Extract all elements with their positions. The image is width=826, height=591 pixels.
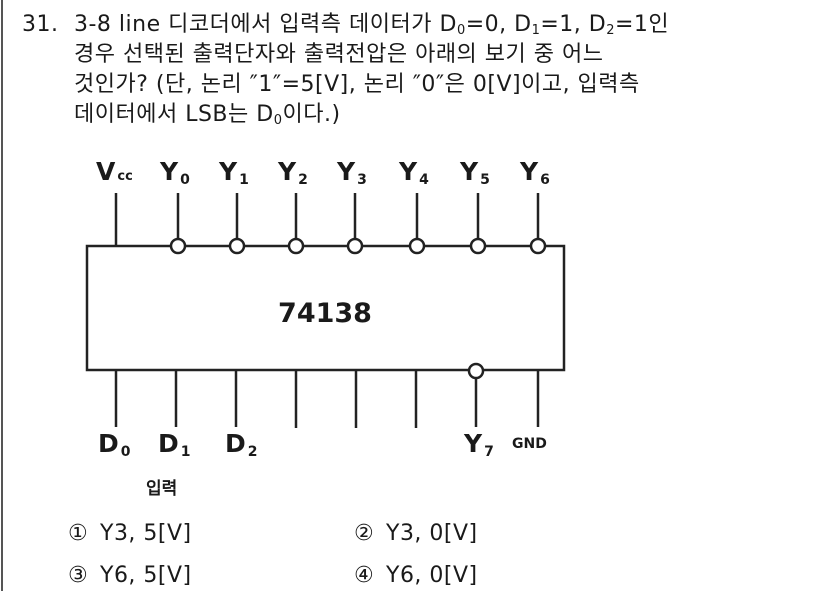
choice-marker: ④ [354,563,375,588]
chip-label: 74138 [278,298,372,329]
question-line-1: 31. 3-8 line 디코더에서 입력측 데이터가 D0=0, D1=1, D… [22,10,812,40]
choice-1[interactable]: ① Y3, 5[V] [68,519,192,549]
question-text: 데이터에서 LSB는 D [74,102,274,127]
question-number: 31. [22,12,59,37]
top-pin-lines [114,193,540,246]
choice-text: Y6, 5[V] [100,563,192,588]
choice-3[interactable]: ③ Y6, 5[V] [68,561,192,591]
subscript: 0 [273,113,283,128]
question-line-4: 데이터에서 LSB는 D0이다.) [22,100,812,130]
question-stem: 31.3-8 line 디코더에서 입력측 데이터가 D0=0, D1=1, D… [22,10,812,130]
question-text: =1, D [540,12,607,37]
question-line-3: 것인가? (단, 논리 ″1″=5[V], 논리 ″0″은 0[V]이고, 입력… [74,72,640,97]
inversion-bubbles-top [169,237,547,255]
pin-label-gnd: GND [512,436,547,452]
choice-marker: ③ [68,563,89,588]
choice-text: Y3, 0[V] [386,521,478,546]
chip-body [85,244,566,372]
inversion-bubble-y7 [467,362,485,380]
input-caption: 입력 [146,479,177,499]
choice-2[interactable]: ② Y3, 0[V] [354,519,478,549]
subscript: 0 [456,23,466,38]
question-text: 이다.) [282,102,341,127]
choice-4[interactable]: ④ Y6, 0[V] [354,561,478,591]
bottom-pin-lines [114,370,540,428]
choice-text: Y6, 0[V] [386,563,478,588]
question-text: =0, D [465,12,532,37]
choice-marker: ① [68,521,89,546]
question-text: =1인 [615,12,670,37]
subscript: 1 [531,23,541,38]
choice-marker: ② [354,521,375,546]
question-text: 3-8 line 디코더에서 입력측 데이터가 D [74,12,457,37]
page-left-border [1,0,3,591]
subscript: 2 [606,23,615,38]
question-line-2: 경우 선택된 출력단자와 출력전압은 아래의 보기 중 어느 [74,42,604,67]
choice-text: Y3, 5[V] [100,521,192,546]
